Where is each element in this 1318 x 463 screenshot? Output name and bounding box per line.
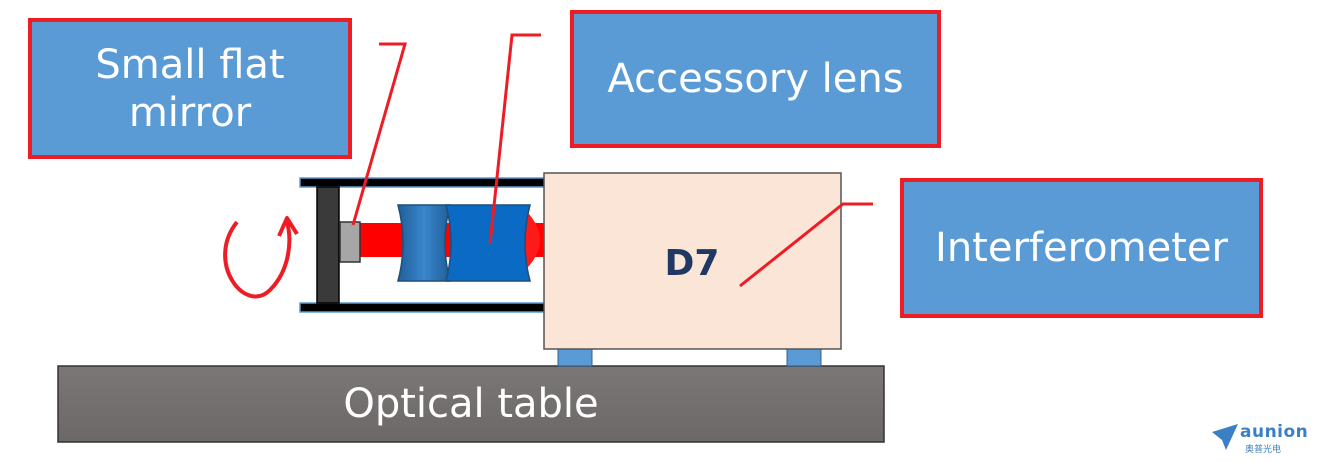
bottom-rail <box>299 302 547 313</box>
interferometer-foot-right <box>786 347 822 367</box>
small-flat-mirror <box>339 221 361 263</box>
accessory-lens-right <box>445 204 531 282</box>
top-rail <box>299 177 547 188</box>
interferometer-foot-left <box>557 347 593 367</box>
leader-line-lens <box>488 33 541 245</box>
leader-line-mirror <box>351 42 407 226</box>
logo-subtitle: 奥普光电 <box>1245 445 1282 455</box>
rotation-arrowhead <box>277 216 299 237</box>
callout-small-flat-mirror: Small flat mirror <box>28 18 352 159</box>
instrument-label: D7 <box>664 242 720 284</box>
rotation-arrow-icon <box>223 220 292 299</box>
callout-interferometer: Interferometer <box>900 178 1263 318</box>
optical-table-label: Optical table <box>343 381 599 427</box>
brand-logo: aunion 奥普光电 <box>1210 422 1314 456</box>
logo-wordmark: aunion <box>1240 422 1309 442</box>
callout-accessory-lens: Accessory lens <box>570 10 941 148</box>
logo-mark-icon <box>1212 424 1238 450</box>
optical-table <box>57 365 885 443</box>
accessory-lens-left <box>397 204 451 282</box>
interferometer-body <box>543 172 842 350</box>
mirror-mount-plate <box>316 186 340 304</box>
leader-line-interferometer <box>739 202 873 288</box>
